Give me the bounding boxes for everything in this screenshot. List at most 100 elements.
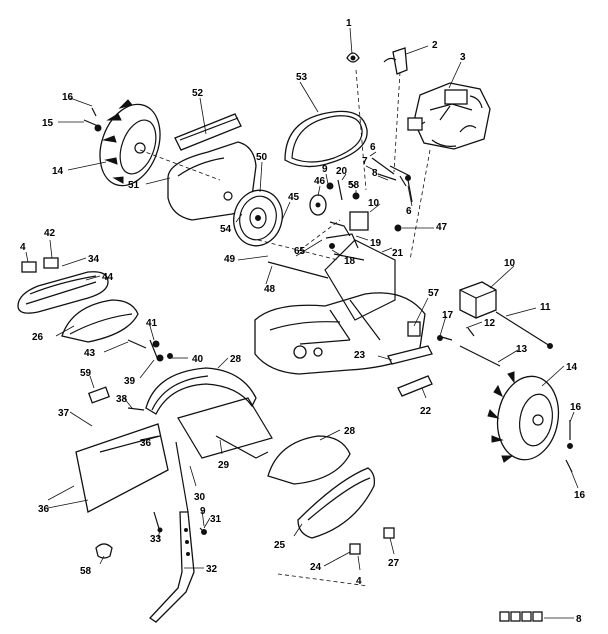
callout-26: 26: [32, 332, 44, 343]
part-14-tire-right: [487, 371, 560, 463]
callout-27: 27: [388, 558, 400, 569]
callout-39: 39: [124, 376, 136, 387]
part-50-pulley: [233, 189, 283, 247]
callout-48: 48: [264, 284, 276, 295]
part-16-right-hardware: [565, 420, 573, 473]
callout-36: 36: [140, 438, 152, 449]
part-26-shield: [61, 299, 139, 343]
part-11-axle: [495, 311, 553, 349]
callout-3: 3: [460, 52, 466, 63]
part-39-43-hardware: [127, 339, 173, 362]
callout-7: 7: [362, 156, 368, 167]
callout-52: 52: [192, 88, 204, 99]
part-31-33-pins: [153, 511, 207, 535]
callout-22: 22: [420, 406, 432, 417]
callout-46: 46: [314, 176, 326, 187]
callout-25: 25: [274, 540, 286, 551]
part-transmission-housing: [254, 239, 426, 375]
callout-30: 30: [194, 492, 206, 503]
callout-45: 45: [288, 192, 300, 203]
part-53-belt: [284, 110, 368, 168]
callout-6b: 6: [406, 206, 412, 217]
callout-10b: 10: [504, 258, 516, 269]
part-22-23-brackets: [387, 345, 433, 397]
callout-37: 37: [58, 408, 70, 419]
callout-2: 2: [432, 40, 438, 51]
part-58-fitting: [95, 543, 113, 559]
callout-47: 47: [436, 222, 448, 233]
callout-4b: 4: [356, 576, 362, 587]
callout-17: 17: [442, 310, 454, 321]
callout-18: 18: [344, 256, 356, 267]
ground-line: [277, 573, 369, 587]
callout-36b: 36: [38, 504, 50, 515]
callout-65: 65: [294, 246, 306, 257]
part-30-32-drag-bar: [149, 441, 195, 623]
callout-44: 44: [102, 272, 114, 283]
callout-8: 8: [372, 168, 378, 179]
callout-43: 43: [84, 348, 96, 359]
callout-6: 6: [370, 142, 376, 153]
callout-41: 41: [146, 318, 158, 329]
callout-23: 23: [354, 350, 366, 361]
callout-54: 54: [220, 224, 232, 235]
callout-34: 34: [88, 254, 100, 265]
callout-12: 12: [484, 318, 496, 329]
callout-14: 14: [52, 166, 64, 177]
part-14-tire-left: [99, 99, 161, 187]
callout-16: 16: [62, 92, 74, 103]
callout-13: 13: [516, 344, 528, 355]
callout-28: 28: [230, 354, 242, 365]
callout-4: 4: [20, 242, 26, 253]
callout-11: 11: [540, 302, 551, 313]
part-47-bolt: [394, 224, 402, 232]
assembly-lines: [139, 69, 431, 261]
part-6-7-8-linkage: [371, 157, 413, 203]
callout-16c: 16: [574, 490, 586, 501]
callout-51: 51: [128, 180, 140, 191]
callout-42: 42: [44, 228, 56, 239]
callout-53: 53: [296, 72, 308, 83]
leader-lines: [25, 27, 579, 619]
callout-40: 40: [192, 354, 204, 365]
part-4-42-34-44-handle: [17, 257, 109, 314]
callout-10: 10: [368, 198, 380, 209]
callout-15: 15: [42, 118, 54, 129]
callout-31: 31: [210, 514, 222, 525]
part-8-decal-set: [499, 611, 543, 622]
part-10-cover: [459, 281, 497, 319]
part-46-small-pulley: [309, 194, 327, 216]
callout-labels: 1 2 3 4 42 34 44 16 15 14 52 53 51 50 46…: [20, 18, 586, 625]
callout-32: 32: [206, 564, 218, 575]
callout-8b: 8: [576, 614, 582, 625]
callout-59: 59: [80, 368, 92, 379]
callout-57: 57: [428, 288, 440, 299]
callout-14b: 14: [566, 362, 578, 373]
callout-58: 58: [348, 180, 360, 191]
part-3-engine: [407, 82, 491, 150]
part-2-bracket: [383, 47, 408, 75]
callout-33: 33: [150, 534, 162, 545]
callout-20: 20: [336, 166, 348, 177]
callout-9b: 9: [200, 506, 206, 517]
callout-49: 49: [224, 254, 236, 265]
part-28-tine-shield: [145, 367, 273, 459]
part-15-16-bolt: [83, 107, 102, 132]
callout-28b: 28: [344, 426, 356, 437]
part-52-guard-strip: [174, 113, 242, 151]
part-1-nut: [346, 52, 360, 63]
callout-29: 29: [218, 460, 230, 471]
callout-21: 21: [392, 248, 404, 259]
callout-16b: 16: [570, 402, 582, 413]
callout-38: 38: [116, 394, 128, 405]
callout-58b: 58: [80, 566, 92, 577]
part-25-28-shields: [267, 435, 376, 539]
callout-19: 19: [370, 238, 382, 249]
callout-50: 50: [256, 152, 268, 163]
callout-1: 1: [346, 18, 352, 29]
callout-24: 24: [310, 562, 322, 573]
part-12-13-17-pins: [437, 327, 501, 367]
callout-9: 9: [322, 164, 328, 175]
